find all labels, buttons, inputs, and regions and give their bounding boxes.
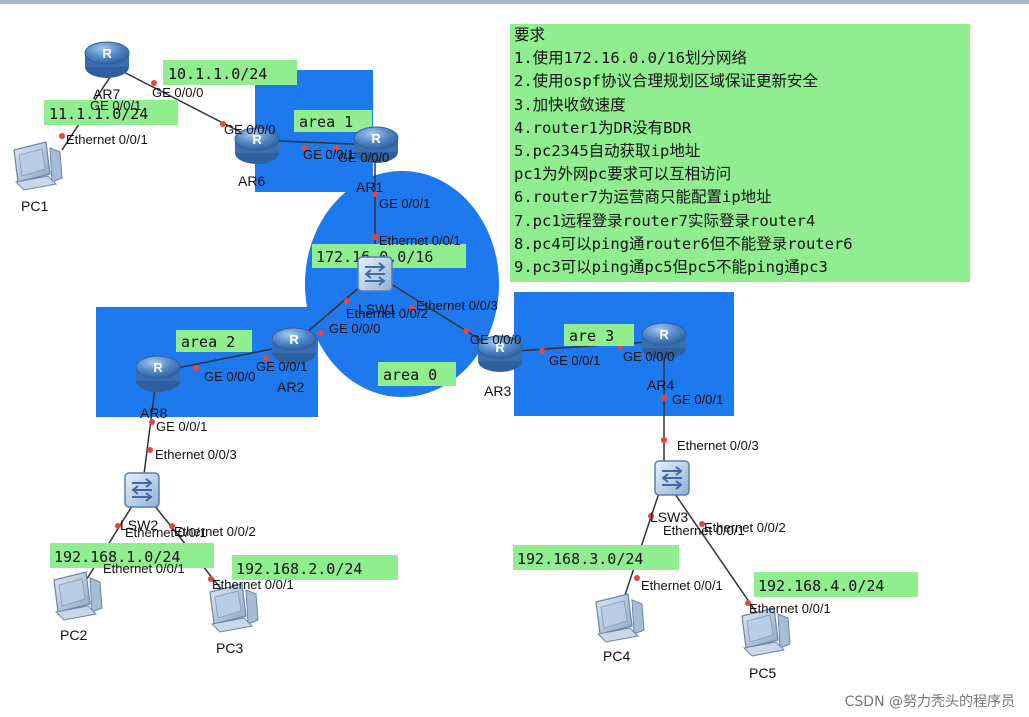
- port-lsw2-eth2: Ethernet 0/0/2: [174, 524, 256, 539]
- device-label-ar7: AR7: [93, 86, 120, 102]
- port-pc2-eth: Ethernet 0/0/1: [103, 561, 185, 576]
- port-ar2-ge000: GE 0/0/0: [329, 321, 380, 336]
- port-ar8-ge000: GE 0/0/0: [204, 369, 255, 384]
- device-label-pc3: PC3: [216, 640, 243, 656]
- device-label-pc5: PC5: [749, 665, 776, 681]
- port-ar7-ge001: GE 0/0/1: [90, 98, 141, 113]
- device-label-pc1: PC1: [21, 198, 48, 214]
- port-pc5-eth: Ethernet 0/0/1: [749, 601, 831, 616]
- device-label-ar3: AR3: [484, 383, 511, 399]
- switch-icon: [654, 460, 690, 496]
- device-label-lsw3: LSW3: [650, 509, 688, 525]
- subnet-ar7-ar6: 10.1.1.0/24: [168, 65, 267, 83]
- switch-lsw2[interactable]: [124, 472, 160, 508]
- subnet-pc1-ar7: 11.1.1.0/24: [49, 105, 148, 123]
- subnet-pc3: 192.168.2.0/24: [236, 560, 362, 578]
- pc-pc2[interactable]: [53, 571, 103, 621]
- device-label-ar6: AR6: [238, 173, 265, 189]
- area-1-label: area 1: [299, 113, 353, 131]
- port-labels: GE 0/0/0 GE 0/0/1 Ethernet 0/0/1 GE 0/0/…: [66, 85, 831, 616]
- router-icon: [84, 41, 130, 79]
- port-ar1-ge000: GE 0/0/0: [338, 150, 389, 165]
- device-label-lsw1: LSW1: [358, 301, 396, 317]
- port-lsw3-eth2: Ethernet 0/0/2: [704, 520, 786, 535]
- port-ar6-ge001: GE 0/0/1: [303, 147, 354, 162]
- port-ar6-ge000: GE 0/0/0: [224, 122, 275, 137]
- requirements-panel: 要求 1.使用172.16.0.0/16划分网络 2.使用ospf协议合理规划区…: [510, 24, 970, 282]
- device-label-pc4: PC4: [603, 648, 630, 664]
- port-pc1-eth: Ethernet 0/0/1: [66, 132, 148, 147]
- router-ar8[interactable]: [135, 355, 181, 393]
- port-lsw3-eth1: Ethernet 0/0/1: [663, 523, 745, 538]
- port-ar3-ge000: GE 0/0/0: [470, 332, 521, 347]
- requirement-item: 9.pc3可以ping通pc5但pc5不能ping通pc3: [514, 258, 828, 277]
- device-label-pc2: PC2: [60, 627, 87, 643]
- switch-lsw1[interactable]: [357, 256, 393, 292]
- area-0-label: area 0: [383, 366, 437, 384]
- port-lsw3-eth3: Ethernet 0/0/3: [677, 438, 759, 453]
- port-lsw1-eth3: Ethernet 0/0/3: [416, 298, 498, 313]
- port-ar8-ge001: GE 0/0/1: [156, 419, 207, 434]
- port-lsw2-eth3: Ethernet 0/0/3: [155, 447, 237, 462]
- router-ar7[interactable]: [84, 41, 130, 79]
- port-lsw2-eth1: Ethernet 0/0/1: [125, 525, 207, 540]
- device-label-ar8: AR8: [140, 405, 167, 421]
- port-ar3-ge001: GE 0/0/1: [549, 353, 600, 368]
- area-2-label: area 2: [181, 333, 235, 351]
- device-labels: AR7 AR6 AR1 AR2 AR8 AR3 AR4 LSW1 LSW2 LS…: [21, 86, 776, 681]
- device-label-ar1: AR1: [356, 179, 383, 195]
- pc-icon: [53, 571, 103, 621]
- pc-pc1[interactable]: [13, 141, 63, 191]
- area-3-label: are 3: [569, 327, 614, 345]
- watermark: CSDN @努力秃头的程序员: [844, 694, 1015, 710]
- requirement-item: 6.router7为运营商只能配置ip地址: [514, 188, 772, 207]
- requirement-item: 1.使用172.16.0.0/16划分网络: [514, 49, 747, 68]
- subnet-pc5: 192.168.4.0/24: [758, 577, 884, 595]
- port-pc4-eth: Ethernet 0/0/1: [641, 578, 723, 593]
- requirement-item: 3.加快收敛速度: [514, 95, 626, 114]
- pc-icon: [595, 593, 645, 643]
- port-ar1-ge001: GE 0/0/1: [379, 196, 430, 211]
- port-ar7-ge000: GE 0/0/0: [152, 85, 203, 100]
- requirement-item: 4.router1为DR没有BDR: [514, 118, 692, 137]
- router-icon: [135, 355, 181, 393]
- port-lsw1-eth1: Ethernet 0/0/1: [379, 233, 461, 248]
- device-label-ar2: AR2: [277, 379, 304, 395]
- pc-icon: [13, 141, 63, 191]
- device-label-ar4: AR4: [647, 377, 674, 393]
- window-top-border: [0, 0, 1029, 4]
- pc-pc4[interactable]: [595, 593, 645, 643]
- subnet-pc4: 192.168.3.0/24: [517, 550, 643, 568]
- area-0-region: [305, 171, 499, 397]
- port-ar2-ge001: GE 0/0/1: [256, 359, 307, 374]
- subnet-pc2: 192.168.1.0/24: [54, 548, 180, 566]
- requirement-item: 2.使用ospf协议合理规划区域保证更新安全: [514, 72, 818, 91]
- switch-lsw3[interactable]: [654, 460, 690, 496]
- requirement-item: 7.pc1远程登录router7实际登录router4: [514, 211, 816, 230]
- requirement-item: 8.pc4可以ping通router6但不能登录router6: [514, 234, 853, 253]
- area-3-region: [514, 292, 734, 416]
- port-ar4-ge001: GE 0/0/1: [672, 392, 723, 407]
- port-pc3-eth: Ethernet 0/0/1: [212, 577, 294, 592]
- port-lsw1-eth2: Ethernet 0/0/2: [346, 306, 428, 321]
- requirement-item: 5.pc2345自动获取ip地址: [514, 142, 701, 161]
- port-ar4-ge000: GE 0/0/0: [623, 349, 674, 364]
- switch-icon: [124, 472, 160, 508]
- requirements-title: 要求: [514, 26, 546, 44]
- requirement-item: pc1为外网pc要求可以互相访问: [514, 165, 732, 184]
- switch-icon: [357, 256, 393, 292]
- device-label-lsw2: LSW2: [120, 517, 158, 533]
